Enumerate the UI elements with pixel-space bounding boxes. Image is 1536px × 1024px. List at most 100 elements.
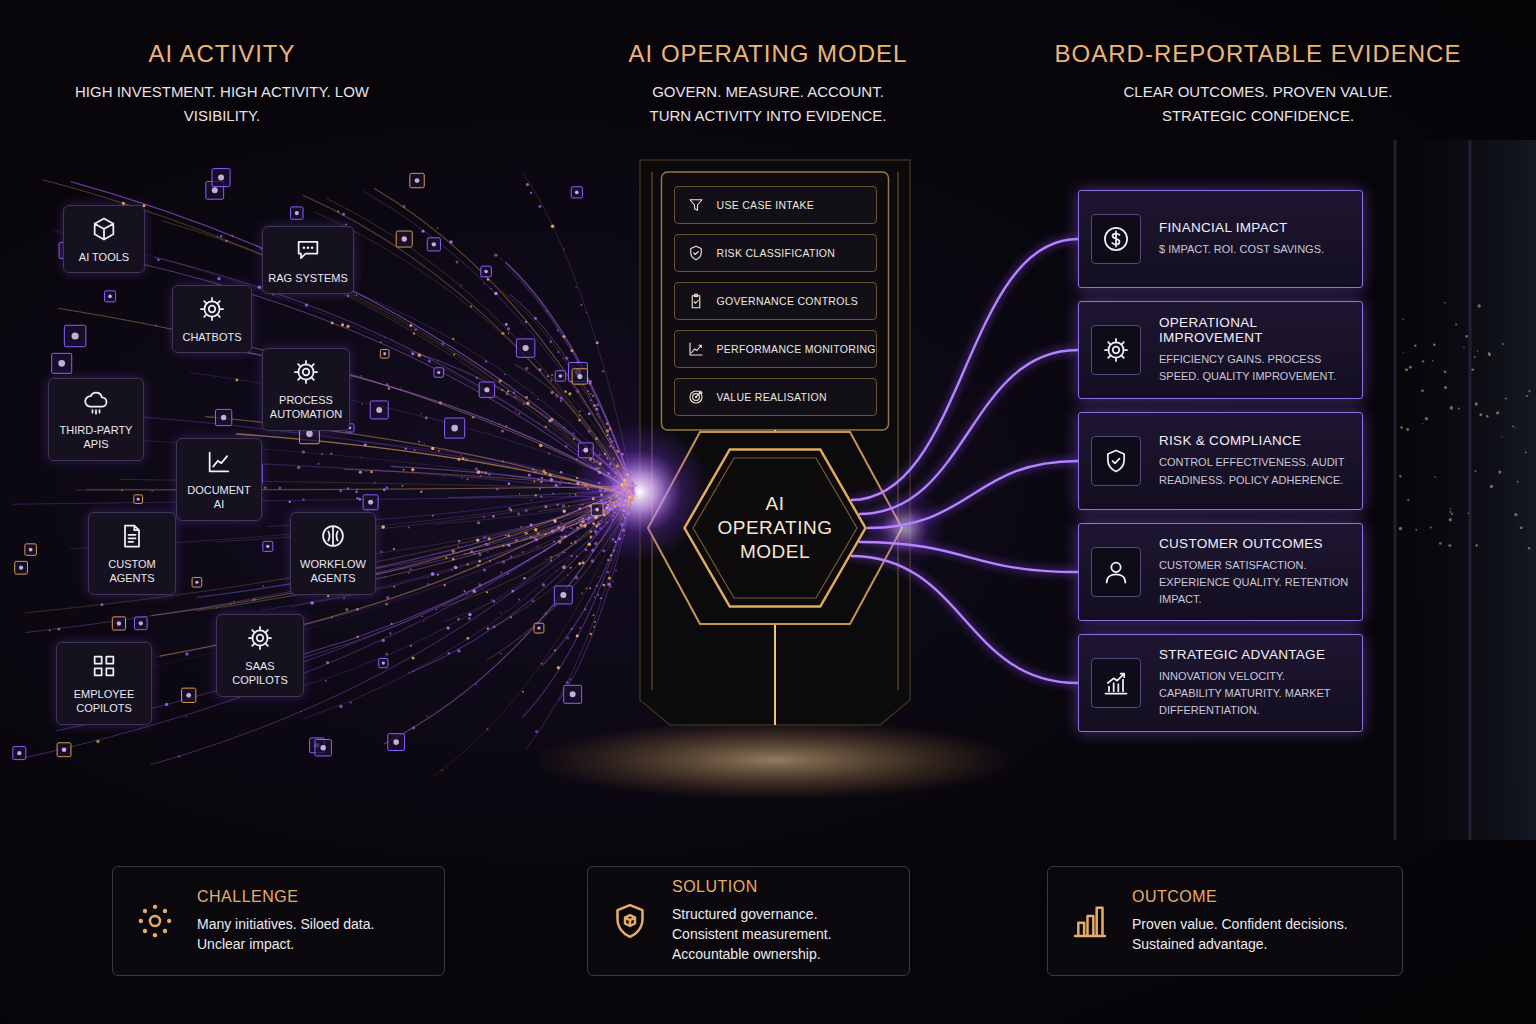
particle [489,560,491,562]
particle [454,566,457,569]
icon-stroke [143,909,147,913]
cube-face [445,418,465,438]
hub-label: AI OPERATING MODEL [715,492,835,565]
glow-connector [851,239,1078,500]
particle [452,338,454,340]
particle [479,560,481,562]
particle [156,325,157,326]
particle [357,488,359,490]
particle [530,499,532,501]
cube-glow [415,178,420,183]
city-light [1525,451,1527,453]
cube [578,443,593,458]
particle [551,225,555,229]
summary-panel: OUTCOMEProven value. Confident decisions… [1047,866,1403,976]
particle [380,341,382,343]
particle [531,599,534,602]
tile-label: THIRD-PARTY APIS [54,423,138,452]
particle [534,528,538,532]
cube [410,173,424,187]
city-light [1421,389,1424,392]
particle-strand [391,466,634,494]
icon [1102,669,1130,697]
panel-body: Structured governance. Consistent measur… [672,904,887,965]
particle [544,505,547,508]
particle [560,471,562,473]
cube-face [388,734,405,751]
particle [501,430,504,433]
icon-stroke [163,909,167,913]
particle [612,519,613,520]
particle [555,395,558,398]
particle [538,481,539,482]
particle [263,585,265,587]
particle [624,524,625,525]
particle [589,382,591,384]
particle-strand [408,488,634,674]
ai-activity-tile: PROCESS AUTOMATION [262,348,350,431]
city-light [1458,408,1460,410]
icon-stroke [1106,674,1127,694]
icon-stroke [690,246,701,260]
particle [561,480,562,481]
particle [477,470,481,474]
particle [550,473,552,475]
city-light [1433,343,1436,346]
particle [544,612,546,614]
particle [598,521,599,522]
particle [570,527,572,529]
particle [518,412,520,414]
particle [456,260,459,263]
icon-stroke [249,627,271,649]
city-light [1407,499,1409,501]
particle [217,277,220,280]
particle [593,404,595,406]
particle [596,341,599,344]
particle [587,508,588,509]
icon-stroke [307,246,310,249]
cube-glow [570,691,576,697]
particle [611,501,613,503]
cube-glow [212,187,218,193]
particle [178,755,180,757]
particle [579,410,581,412]
particle [577,535,579,537]
particle [525,367,529,371]
tile-label: PROCESS AUTOMATION [268,393,344,422]
city-light [1403,352,1404,353]
particle [464,590,466,592]
cube [427,238,440,251]
ai-activity-tile: DOCUMENT AI [176,438,262,521]
panel-heading: SOLUTION [672,878,887,896]
particle [576,459,578,461]
particle [483,516,485,518]
cube [134,617,147,630]
particle [383,488,386,491]
card-heading: RISK & COMPLIANCE [1159,433,1350,448]
cube [216,409,232,425]
particle [523,577,525,579]
particle [557,330,559,332]
particle [558,351,560,353]
particle [628,486,630,488]
city-light [1528,390,1530,392]
particle [449,240,453,244]
particle [186,716,187,717]
icon-stroke [1113,347,1120,354]
particle [632,495,634,497]
icon-stroke [153,933,157,937]
particle [372,484,373,485]
cube-face [479,382,494,397]
particle [100,603,103,606]
particle [571,349,574,352]
particle [535,538,538,541]
particle [570,567,572,569]
particle [475,377,478,380]
text-column: OUTCOMEProven value. Confident decisions… [1132,888,1380,955]
icon-stroke [139,919,143,923]
particle [165,703,168,706]
particle [519,493,520,494]
particle [220,237,221,238]
particle [515,539,518,542]
model-step: GOVERNANCE CONTROLS [674,282,877,320]
